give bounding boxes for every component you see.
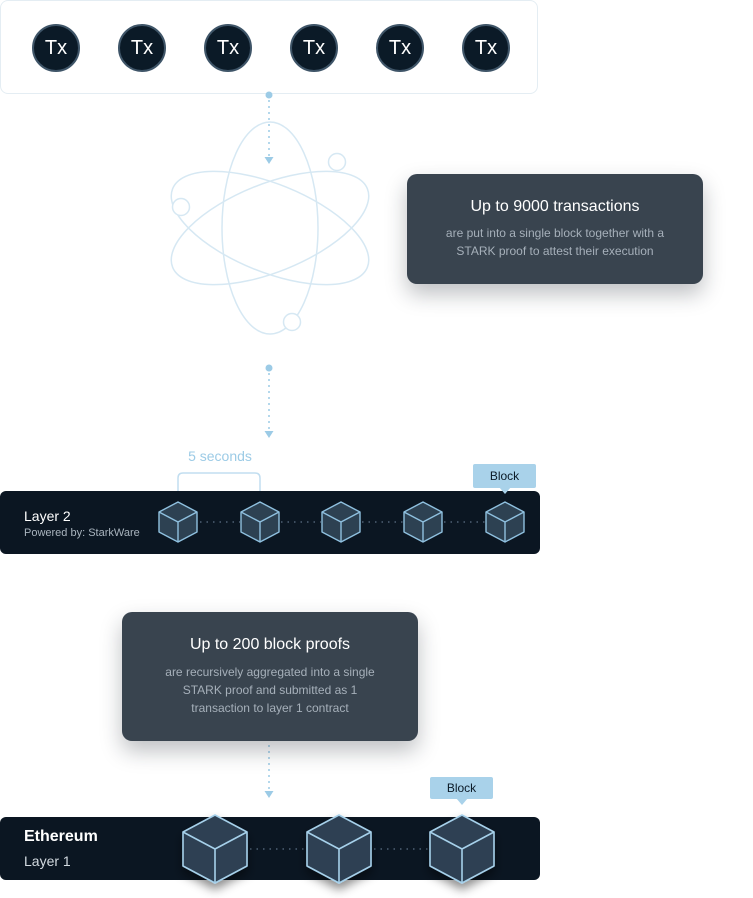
connector-arrow-icon — [264, 364, 274, 438]
interval-bracket — [177, 472, 261, 494]
card-description: STARK proof to attest their execution — [456, 244, 654, 258]
card-description: STARK proof and submitted as 1 — [182, 683, 358, 697]
cube-icon — [321, 501, 361, 543]
proof-label: Proof — [245, 580, 295, 601]
tx-circle: Tx — [290, 24, 338, 72]
cube-icon — [429, 814, 495, 884]
layer1-block-badge: Block — [430, 777, 493, 799]
layer2-blocks — [158, 501, 525, 543]
layer2-title: Layer 2 — [24, 508, 71, 524]
badge-pointer-icon — [499, 487, 511, 494]
card-description: are recursively aggregated into a single — [165, 665, 375, 679]
tx-circle: Tx — [32, 24, 80, 72]
card-title: Up to 200 block proofs — [189, 636, 351, 653]
layer1-title: Ethereum — [24, 828, 98, 845]
cube-icon — [182, 814, 248, 884]
tx-circle: Tx — [462, 24, 510, 72]
layer1-subtitle: Layer 1 — [24, 853, 71, 869]
cube-icon — [240, 501, 280, 543]
cube-icon — [403, 501, 443, 543]
cube-icon — [158, 501, 198, 543]
card-description: transaction to layer 1 contract — [191, 701, 349, 715]
layer2-subtitle: Powered by: StarkWare — [24, 527, 140, 539]
transactions-info-card: Up to 9000 transactions are put into a s… — [407, 174, 703, 284]
interval-label: 5 seconds — [188, 448, 252, 464]
layer2-bar: Layer 2 Powered by: StarkWare — [0, 491, 540, 554]
badge-pointer-icon — [456, 798, 468, 805]
atom-icon — [170, 121, 370, 335]
cube-icon — [485, 501, 525, 543]
tx-circle: Tx — [376, 24, 424, 72]
layer1-blocks — [182, 814, 495, 884]
tx-circle: Tx — [118, 24, 166, 72]
layer2-block-badge: Block — [473, 464, 536, 488]
card-description: are put into a single block together wit… — [445, 226, 665, 240]
cube-icon — [306, 814, 372, 884]
connector-arrow-icon — [264, 91, 274, 164]
transactions-panel — [0, 0, 538, 94]
tx-circle: Tx — [204, 24, 252, 72]
block-proofs-info-card: Up to 200 block proofs are recursively a… — [122, 612, 418, 741]
card-title: Up to 9000 transactions — [470, 198, 640, 215]
